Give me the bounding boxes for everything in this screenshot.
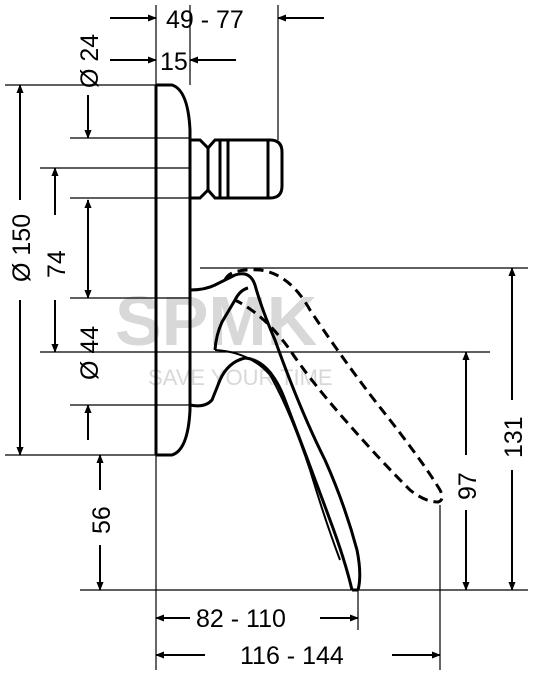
dim-plate-diameter-label: Ø 150 (8, 214, 36, 282)
dim-bottom-height: 56 (88, 454, 116, 591)
dim-spout-reach: 82 - 110 (155, 605, 359, 633)
dim-top-offset-label: 15 (160, 48, 188, 76)
dim-lever-reach: 116 - 144 (155, 642, 441, 670)
dim-top-offset: 15 (110, 48, 236, 76)
dim-spout-reach-label: 82 - 110 (196, 605, 286, 633)
dim-top-width: 49 - 77 (110, 6, 324, 34)
dim-inner-diameter: Ø 44 (76, 199, 104, 440)
knob-body (206, 138, 284, 200)
spout (189, 272, 362, 592)
dim-plate-diameter: Ø 150 (8, 84, 36, 456)
dim-top-width-label: 49 - 77 (166, 6, 244, 34)
wall-plate (154, 83, 192, 457)
dim-bottom-height-label: 56 (88, 506, 116, 534)
plate-profile (156, 83, 192, 457)
dim-lever-reach-label: 116 - 144 (240, 642, 344, 670)
spout-top-edge (189, 272, 362, 591)
dim-knob-diameter-label: Ø 24 (76, 34, 104, 88)
dim-spout-height-label: 97 (454, 472, 482, 500)
spout-inner-curve (213, 286, 249, 351)
spout-bottom-edge (189, 356, 354, 591)
dim-lever-height-label: 131 (500, 416, 528, 458)
knob-neck (190, 138, 210, 200)
dim-lever-height: 131 (500, 267, 528, 591)
dim-spacing: 74 (43, 167, 71, 353)
spout-highlight (214, 349, 341, 561)
diverter-knob (190, 138, 284, 200)
lever-alt-position (223, 268, 444, 504)
dim-spacing-label: 74 (43, 250, 71, 278)
dim-knob-diameter: Ø 24 (76, 34, 104, 139)
dim-inner-diameter-label: Ø 44 (76, 326, 104, 380)
dim-spout-height: 97 (454, 351, 482, 591)
